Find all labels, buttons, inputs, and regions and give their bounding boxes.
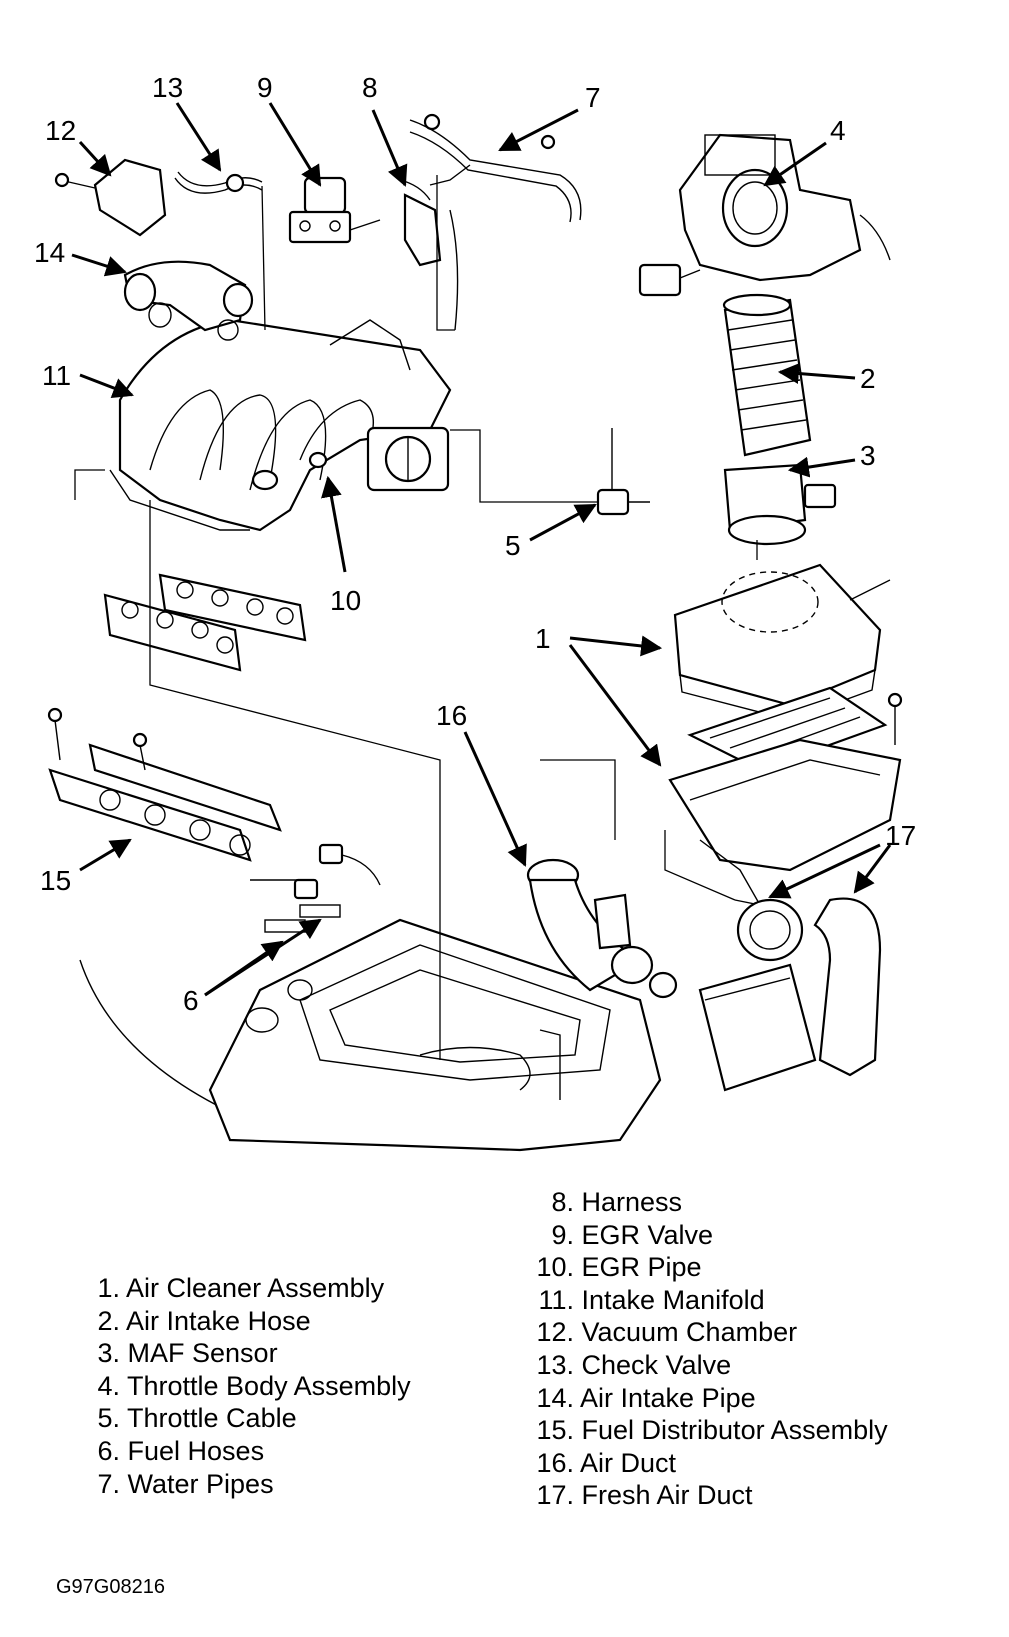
legend-right: 8. Harness 9. EGR Valve 10. EGR Pipe 11.…: [530, 1186, 888, 1512]
legend-item: 7. Water Pipes: [97, 1468, 274, 1499]
figure-code: G97G08216: [56, 1576, 165, 1598]
legend-item: 10. EGR Pipe: [536, 1252, 702, 1283]
callout-15: 15: [40, 865, 71, 896]
legend-item: 9. EGR Valve: [551, 1219, 714, 1250]
manifold-gaskets: [103, 573, 307, 672]
callout-17: 17: [885, 820, 916, 851]
callout-2: 2: [860, 363, 876, 394]
air-cleaner-assembly: [668, 563, 903, 906]
legend-item: 1. Air Cleaner Assembly: [97, 1273, 385, 1303]
legend-item: 5. Throttle Cable: [97, 1403, 297, 1434]
vacuum-chamber: [54, 158, 167, 237]
air-intake-pipe: [123, 260, 254, 341]
legend-item: 2. Air Intake Hose: [97, 1305, 311, 1336]
legend-item: 15. Fuel Distributor Assembly: [536, 1415, 888, 1446]
callout-8: 8: [362, 72, 378, 103]
intake-manifold: [109, 318, 452, 532]
callout-1: 1: [535, 623, 551, 654]
callout-12: 12: [45, 115, 76, 146]
assembly-guide-lines: [74, 175, 891, 1060]
air-intake-hose: [722, 293, 812, 457]
legend-item: 14. Air Intake Pipe: [536, 1382, 756, 1413]
legend-left: 1. Air Cleaner Assembly 2. Air Intake Ho…: [88, 1272, 411, 1500]
water-pipes: [409, 113, 582, 223]
legend-item: 12. Vacuum Chamber: [536, 1317, 798, 1348]
fuel-distributor-assembly: [47, 707, 381, 933]
harness: [399, 179, 459, 331]
legend-item: 17. Fresh Air Duct: [536, 1480, 753, 1511]
egr-valve: [288, 176, 381, 244]
legend-item: 8. Harness: [551, 1187, 683, 1217]
legend-item: 3. MAF Sensor: [97, 1338, 278, 1369]
throttle-cable: [450, 428, 650, 516]
callout-3: 3: [860, 440, 876, 471]
engine-block: [79, 918, 662, 1152]
callout-13: 13: [152, 72, 183, 103]
callout-labels: 1 2 3 4 5 6 7 8 9 10 11 12 13 14 15 16 1…: [34, 72, 916, 1016]
legend-item: 16. Air Duct: [536, 1447, 677, 1478]
check-valve-hose: [174, 171, 266, 331]
callout-5: 5: [505, 530, 521, 561]
legend-item: 13. Check Valve: [536, 1349, 732, 1380]
callout-6: 6: [183, 985, 199, 1016]
legend-item: 6. Fuel Hoses: [97, 1435, 265, 1466]
manifold-throttle-housing: [366, 426, 450, 492]
callout-10: 10: [330, 585, 361, 616]
legend-item: 4. Throttle Body Assembly: [97, 1370, 411, 1401]
callout-arrows: [71, 102, 892, 997]
throttle-body-assembly: [638, 133, 891, 297]
callout-11: 11: [42, 360, 71, 391]
air-duct: [526, 858, 678, 999]
fresh-air-duct: [698, 897, 882, 1092]
callout-16: 16: [436, 700, 467, 731]
legend-item: 11. Intake Manifold: [538, 1284, 765, 1315]
callout-9: 9: [257, 72, 273, 103]
callout-7: 7: [585, 82, 601, 113]
callout-4: 4: [830, 115, 846, 146]
callout-14: 14: [34, 237, 65, 268]
maf-sensor: [723, 463, 837, 546]
